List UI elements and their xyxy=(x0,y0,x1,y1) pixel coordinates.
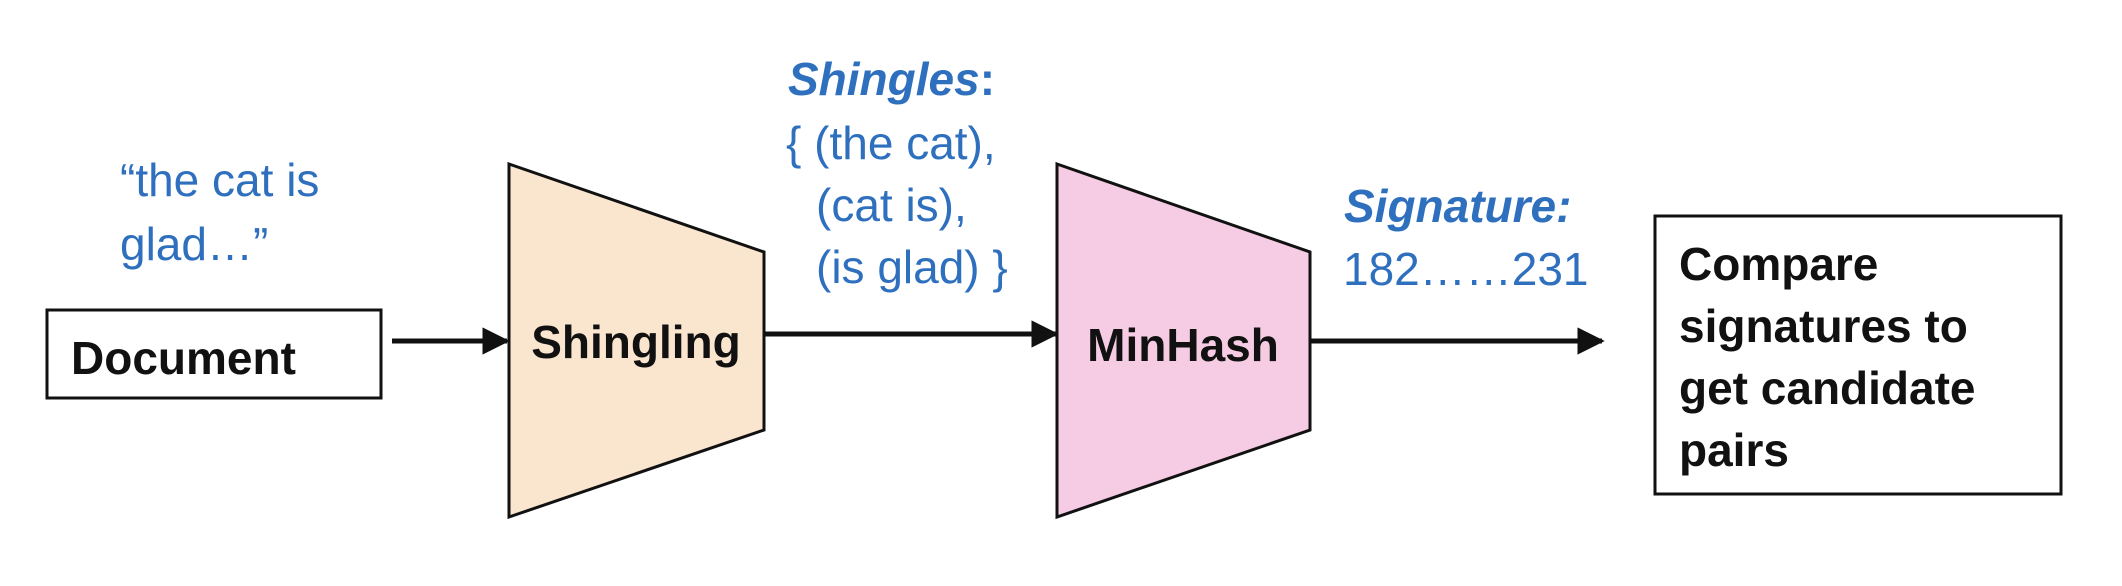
shingles-title: Shingles xyxy=(788,53,980,105)
shingles-title-line: Shingles: xyxy=(788,53,995,105)
compare-line-3: get candidate xyxy=(1679,362,1976,414)
document-label: Document xyxy=(71,332,296,384)
document-quote-line-1: “the cat is xyxy=(120,154,319,206)
shingles-line-1: { (the cat), xyxy=(786,117,996,169)
shingling-label: Shingling xyxy=(531,316,741,368)
signature-value: 182……231 xyxy=(1343,243,1589,295)
document-quote-line-2: glad…” xyxy=(120,218,268,270)
shingles-line-3: (is glad) } xyxy=(816,241,1008,293)
shingles-line-2: (cat is), xyxy=(816,179,967,231)
compare-box xyxy=(1653,214,2063,496)
minhash-label: MinHash xyxy=(1087,319,1279,371)
shingling-stage xyxy=(507,161,766,520)
shingles-colon: : xyxy=(980,53,995,105)
signature-title: Signature: xyxy=(1344,180,1571,232)
document-box xyxy=(45,308,383,400)
compare-line-2: signatures to xyxy=(1679,300,1968,352)
compare-line-4: pairs xyxy=(1679,424,1789,476)
compare-line-1: Compare xyxy=(1679,238,1878,290)
minhash-stage xyxy=(1055,161,1312,520)
